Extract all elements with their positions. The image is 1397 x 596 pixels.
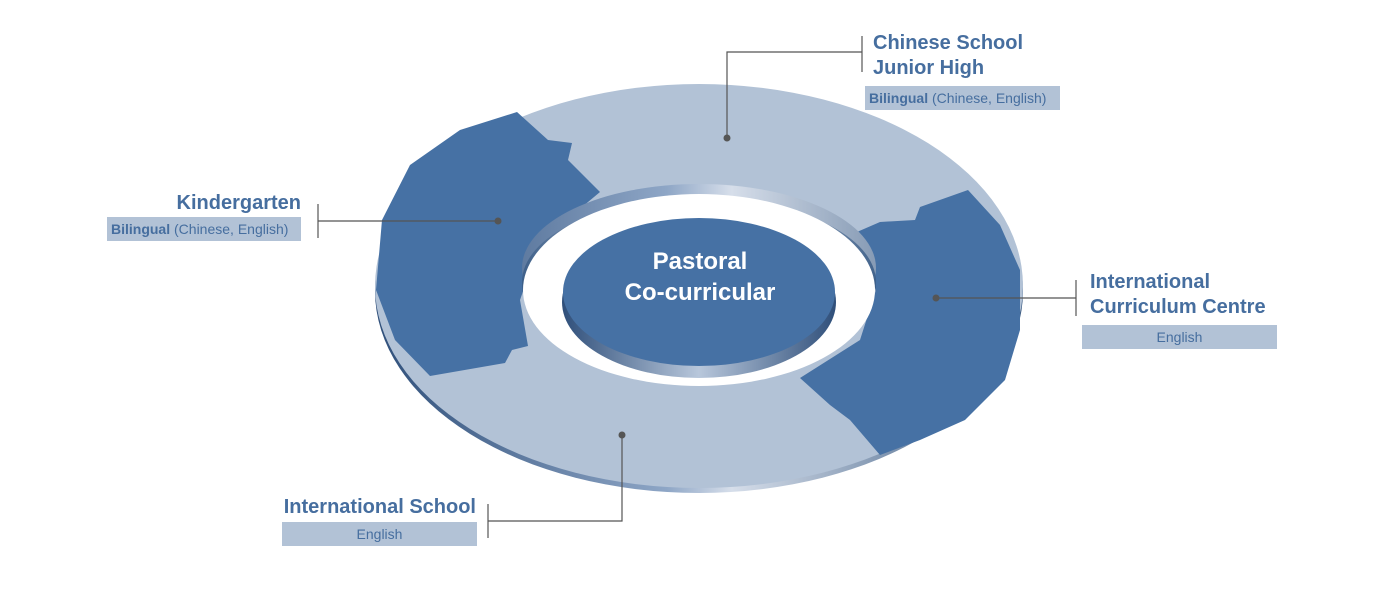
label-kindergarten: Kindergarten: [176, 192, 301, 214]
label-chinese-school-line1: Chinese School: [873, 32, 1024, 54]
leader-dots: [494, 134, 940, 439]
hub-label-line2: Co-curricular: [624, 279, 776, 306]
tag-kindergarten: Bilingual (Chinese, English): [107, 217, 301, 241]
tag-international-school: English: [282, 522, 477, 546]
label-icc-line2: Curriculum Centre: [1090, 296, 1266, 318]
label-icc-line1: International: [1090, 271, 1211, 293]
hub-label-line1: Pastoral: [652, 248, 748, 275]
tag-icc: English: [1082, 325, 1277, 349]
hub-label: Pastoral Co-curricular: [564, 246, 836, 308]
label-icc: International Curriculum Centre: [1090, 270, 1266, 320]
tag-chinese-school: Bilingual (Chinese, English): [865, 86, 1060, 110]
label-international-school: International School: [283, 496, 476, 518]
tag-chinese-school-rest: (Chinese, English): [928, 90, 1047, 106]
hub-top: [563, 218, 835, 366]
tag-kindergarten-rest: (Chinese, English): [170, 221, 289, 237]
segment-kindergarten: [376, 112, 600, 376]
tag-kindergarten-bold: Bilingual: [111, 221, 171, 237]
segment-icc: [800, 190, 1020, 455]
tag-chinese-school-bold: Bilingual: [869, 90, 929, 106]
label-chinese-school: Chinese School Junior High: [873, 31, 1023, 81]
leader-lines: [317, 36, 1077, 538]
label-chinese-school-line2: Junior High: [873, 57, 985, 79]
